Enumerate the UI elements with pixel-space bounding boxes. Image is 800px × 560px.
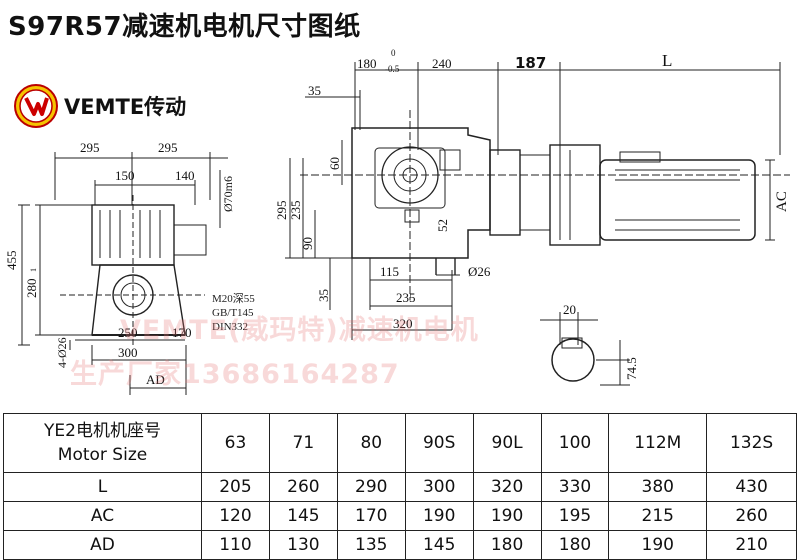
dim-300: 300 [118, 345, 138, 360]
table-cell: 260 [268, 472, 338, 502]
table-header-label: YE2电机机座号 Motor Size [3, 413, 202, 473]
dim-280-tolerance: 1 [29, 268, 38, 272]
table-header-row: YE2电机机座号 Motor Size 63 71 80 90S 90L 100… [3, 413, 797, 473]
table-cell: 330 [540, 472, 610, 502]
row-label: L [3, 472, 202, 502]
dim-295-right: 295 [158, 140, 178, 155]
dim-235-height: 235 [288, 201, 303, 221]
dim-shaft-diameter: Ø70m6 [221, 176, 235, 212]
size-cell: 80 [336, 413, 406, 473]
table-row: L 205 260 290 300 320 330 380 430 [3, 472, 797, 502]
row-label: AC [3, 501, 202, 531]
size-cell: 71 [268, 413, 338, 473]
vemte-logo-icon [14, 84, 58, 128]
dim-side-bore: Ø26 [468, 264, 491, 279]
motor-size-table: YE2电机机座号 Motor Size 63 71 80 90S 90L 100… [3, 413, 797, 560]
header-label-en: Motor Size [57, 445, 148, 465]
dim-52: 52 [435, 219, 450, 232]
dim-35-bottom: 35 [316, 289, 331, 302]
table-cell: 130 [268, 530, 338, 560]
table-cell: 180 [472, 530, 542, 560]
table-cell: 110 [201, 530, 270, 560]
table-row: AC 120 145 170 190 190 195 215 260 [3, 501, 797, 531]
header-label-cn: YE2电机机座号 [44, 421, 161, 441]
dim-455: 455 [4, 251, 19, 271]
dim-180-tol-lower: -0.5 [385, 64, 400, 74]
table-cell: 190 [472, 501, 542, 531]
note-thread: M20深55 [212, 292, 255, 305]
table-cell: 430 [706, 472, 797, 502]
dim-AC: AC [774, 191, 790, 212]
dim-90: 90 [300, 237, 315, 250]
table-cell: 190 [608, 530, 708, 560]
brand-logo: VEMTE传动 [14, 84, 186, 128]
table-row: AD 110 130 135 145 180 180 190 210 [3, 530, 797, 560]
table-cell: 190 [404, 501, 474, 531]
table-cell: 145 [404, 530, 474, 560]
table-cell: 215 [608, 501, 708, 531]
table-cell: 205 [201, 472, 270, 502]
dim-key-height: 74.5 [624, 357, 639, 380]
dim-280: 280 [24, 279, 39, 299]
table-cell: 290 [336, 472, 406, 502]
dim-35-top: 35 [308, 83, 321, 98]
table-cell: 135 [336, 530, 406, 560]
side-view [285, 62, 790, 340]
dim-115: 115 [380, 264, 399, 279]
page-title: S97R57减速机电机尺寸图纸 [8, 12, 361, 42]
technical-drawing: 295 295 150 140 Ø70m6 455 280 1 4-Ø26 25… [4, 48, 790, 395]
table-cell: 195 [540, 501, 610, 531]
dim-250: 250 [118, 325, 138, 340]
dim-bolt-holes: 4-Ø26 [55, 337, 69, 368]
watermark-line-1: VEMTE(威玛特)减速机电机 [120, 315, 479, 346]
dim-L: L [662, 51, 672, 70]
table-cell: 260 [706, 501, 797, 531]
table-cell: 120 [201, 501, 270, 531]
size-cell: 90S [404, 413, 474, 473]
table-cell: 320 [472, 472, 542, 502]
dim-AD: AD [146, 372, 165, 387]
dim-170: 170 [172, 325, 192, 340]
dim-key-width: 20 [563, 302, 576, 317]
dim-235-width: 235 [396, 290, 416, 305]
dim-180: 180 [357, 56, 377, 71]
size-cell: 90L [472, 413, 542, 473]
size-cell: 100 [540, 413, 610, 473]
watermark-line-2: 生产厂家13686164287 [70, 359, 400, 390]
dim-240: 240 [432, 56, 452, 71]
dim-60: 60 [327, 157, 342, 170]
dim-140: 140 [175, 168, 195, 183]
table-cell: 210 [706, 530, 797, 560]
front-view [18, 152, 228, 395]
dim-295-left: 295 [80, 140, 100, 155]
row-label: AD [3, 530, 202, 560]
dim-180-tol-upper: 0 [391, 48, 396, 58]
size-cell: 63 [201, 413, 270, 473]
table-cell: 300 [404, 472, 474, 502]
shaft-section [540, 312, 630, 386]
table-cell: 145 [268, 501, 338, 531]
table-cell: 170 [336, 501, 406, 531]
size-cell: 112M [608, 413, 708, 473]
dim-187: 187 [515, 54, 546, 72]
dim-320: 320 [393, 316, 413, 331]
note-standard-gb: GB/T145 [212, 307, 254, 319]
table-cell: 180 [540, 530, 610, 560]
brand-name: VEMTE传动 [64, 95, 187, 119]
dim-150: 150 [115, 168, 135, 183]
size-cell: 132S [706, 413, 797, 473]
dim-295-height: 295 [274, 201, 289, 221]
note-standard-din: DIN332 [212, 321, 248, 333]
table-cell: 380 [608, 472, 708, 502]
